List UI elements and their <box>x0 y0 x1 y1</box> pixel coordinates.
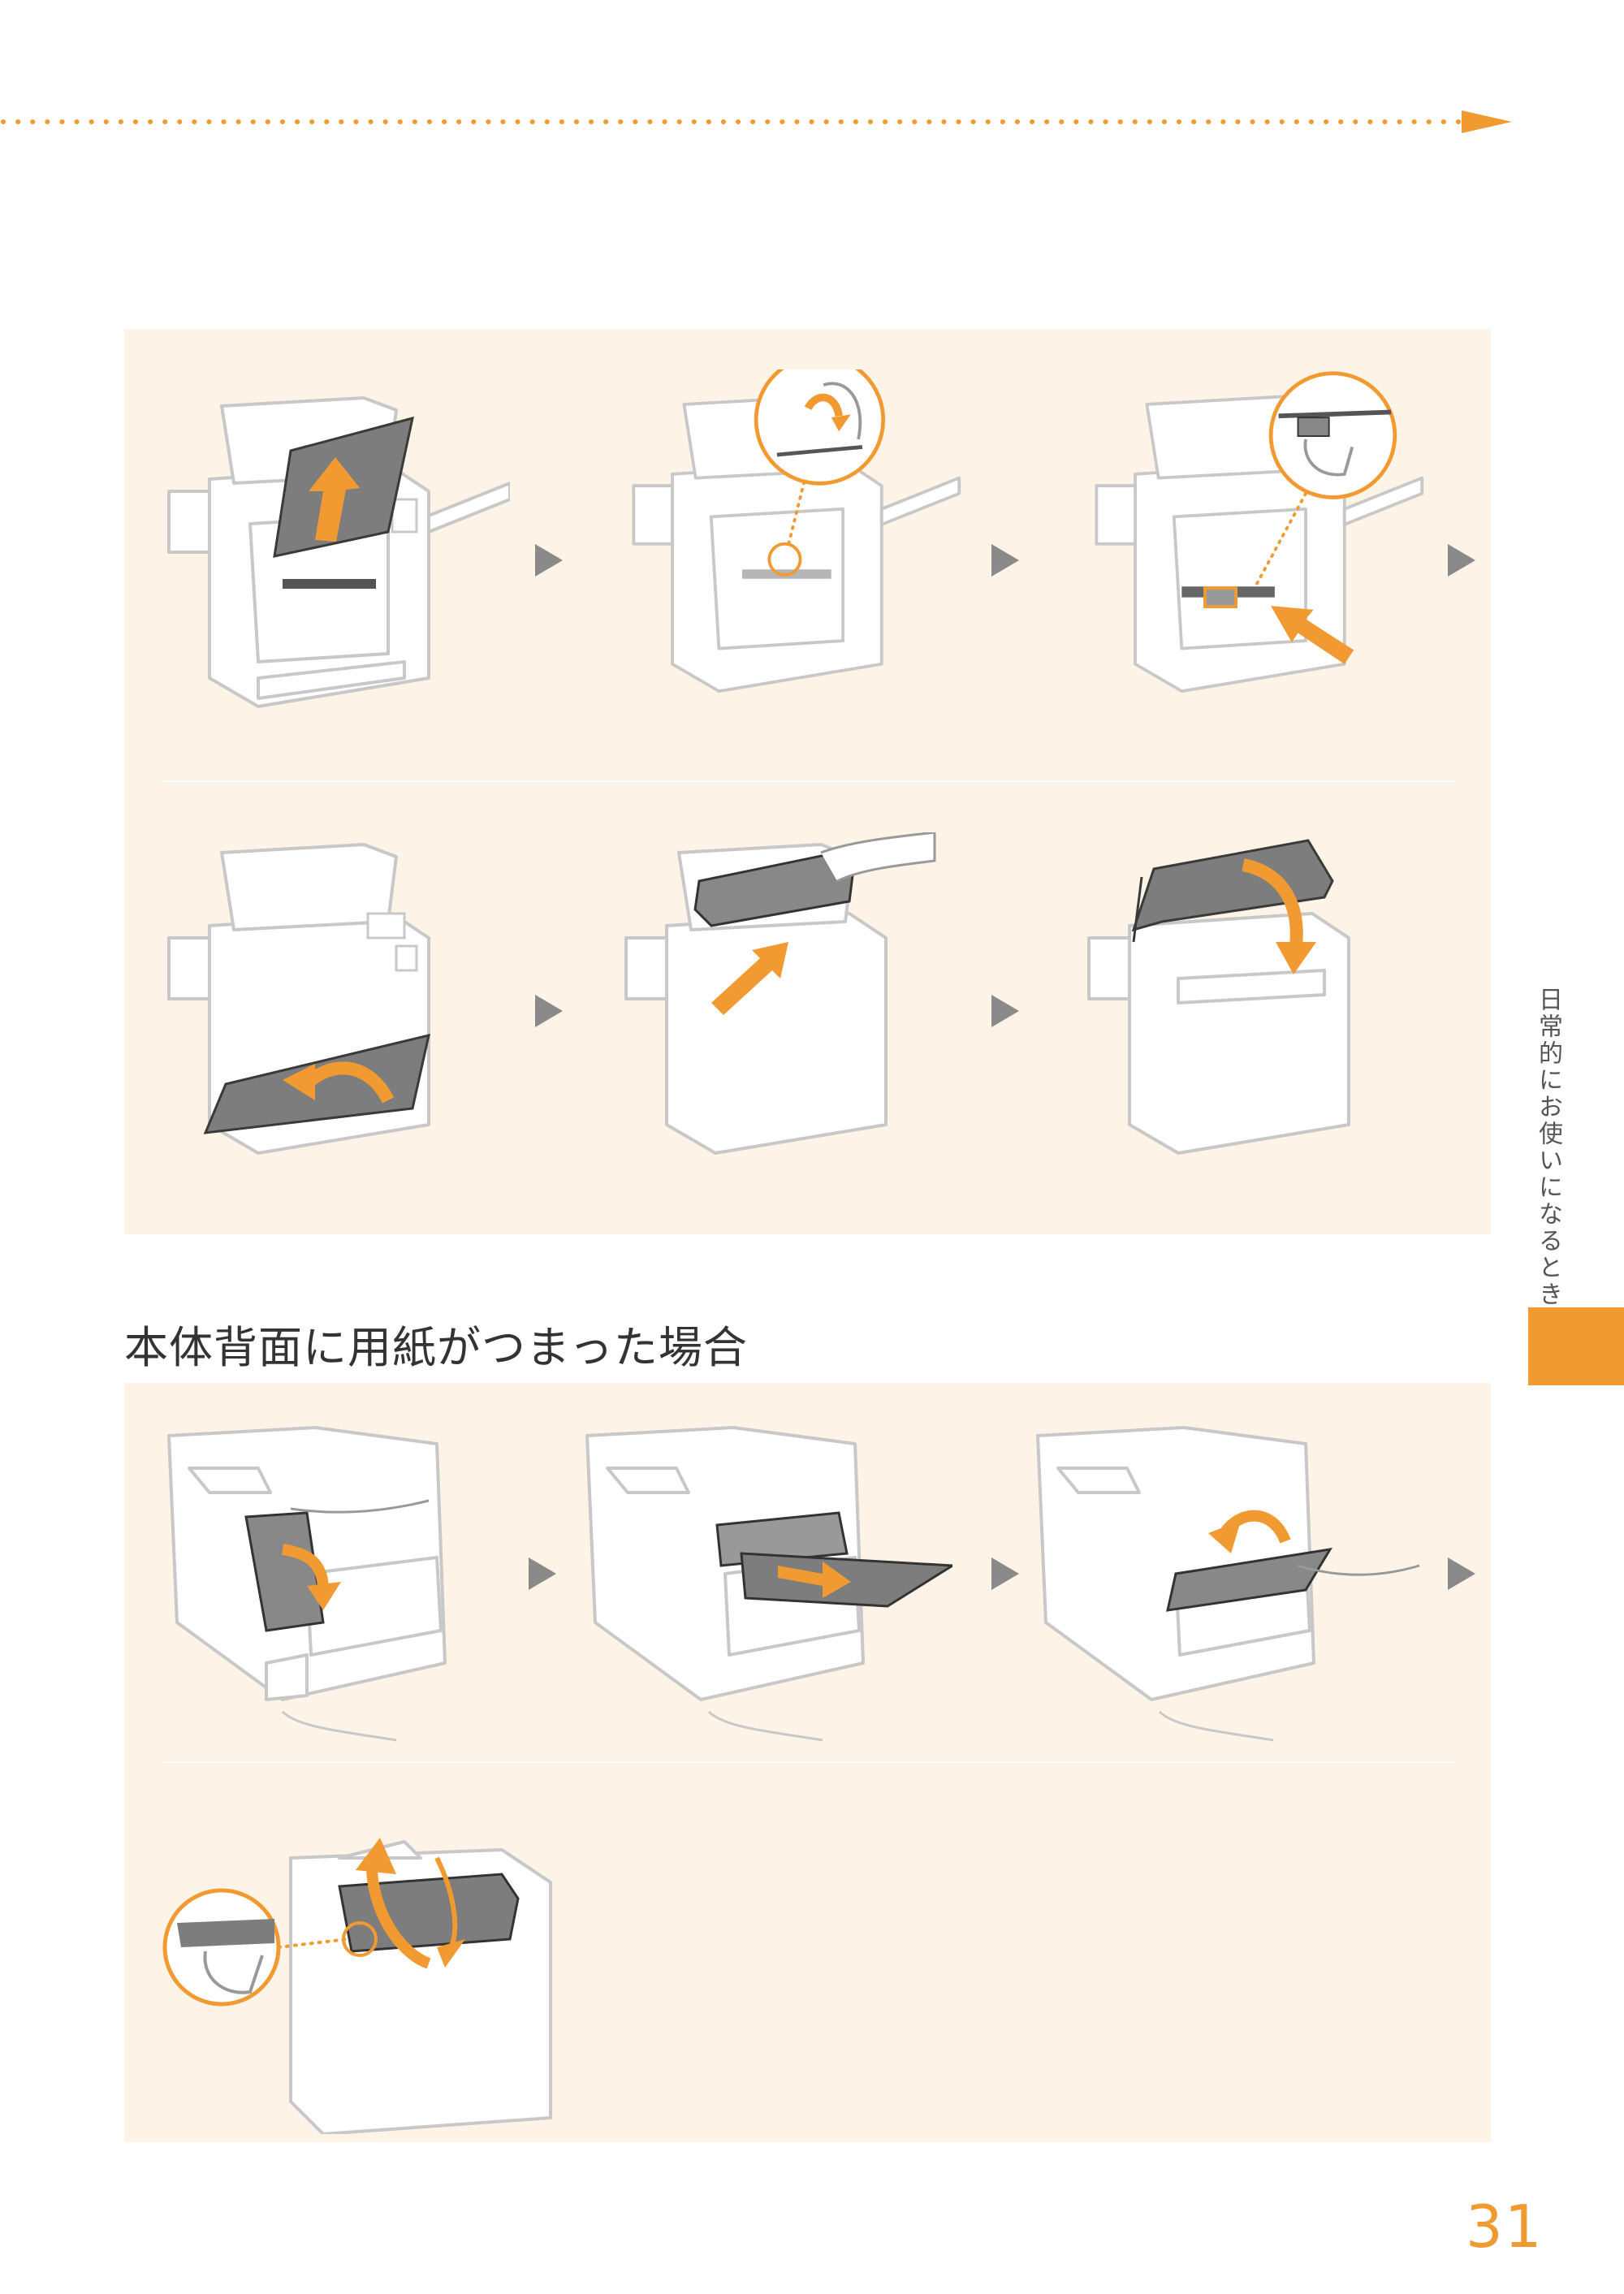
step-check-inside-illustration <box>618 369 967 711</box>
step-next-arrow-icon <box>1448 1557 1475 1590</box>
step-next-arrow-icon <box>529 1557 556 1590</box>
rule-arrow-icon <box>1462 110 1512 133</box>
chapter-side-label: 日常的にお使いになるときに <box>1534 987 1562 1335</box>
step-push-lever-illustration <box>1081 369 1430 711</box>
step-close-inner-cover-illustration <box>161 832 510 1173</box>
step-next-arrow-icon <box>991 1557 1019 1590</box>
step-next-arrow-icon <box>535 995 563 1027</box>
top-dotted-rule <box>1 110 1512 133</box>
step-next-arrow-icon <box>1448 544 1475 577</box>
step-insert-toner-illustration <box>618 832 967 1173</box>
step-close-top-cover-illustration <box>1081 832 1430 1173</box>
step-close-rear-cover-illustration <box>1030 1419 1436 1760</box>
section-heading: 本体背面に用紙がつまった場合 <box>124 1322 748 1373</box>
rear-jam-panel <box>124 1383 1491 2142</box>
step-open-close-top-cover-illustration <box>161 1809 615 2134</box>
page-number: 31 <box>1466 2192 1544 2261</box>
step-next-arrow-icon <box>535 544 563 577</box>
front-jam-panel <box>124 329 1491 1234</box>
step-remove-jammed-paper-illustration <box>161 386 510 727</box>
step-next-arrow-icon <box>991 995 1019 1027</box>
step-next-arrow-icon <box>991 544 1019 577</box>
step-pull-rear-paper-illustration <box>579 1419 952 1760</box>
chapter-tab <box>1528 1307 1624 1385</box>
panel-divider <box>161 1761 1454 1763</box>
step-open-rear-cover-illustration <box>161 1419 510 1760</box>
panel-divider <box>161 780 1454 782</box>
